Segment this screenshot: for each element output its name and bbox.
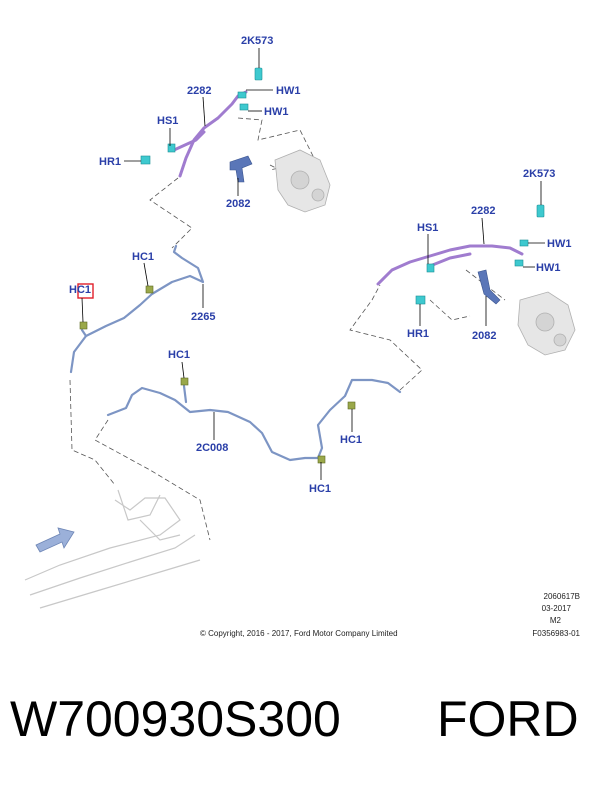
meta-rev: M2 (550, 616, 562, 625)
label-hw1-a: HW1 (276, 85, 300, 97)
label-2k573-right: 2K573 (523, 168, 555, 180)
label-2k573-left: 2K573 (241, 35, 273, 47)
label-hc1-d: HC1 (340, 434, 362, 446)
highlight-marker (77, 283, 94, 299)
copyright: © Copyright, 2016 - 2017, Ford Motor Com… (200, 629, 398, 638)
label-hw1-b: HW1 (264, 106, 288, 118)
label-hc1-e: HC1 (309, 483, 331, 495)
label-hs1-right: HS1 (417, 222, 438, 234)
label-2282-right: 2282 (471, 205, 495, 217)
brake-line-2c008 (106, 378, 402, 462)
meta-code: 2060617B (544, 592, 580, 601)
label-hs1-left: HS1 (157, 115, 178, 127)
label-2082-left: 2082 (226, 198, 250, 210)
label-hw1-d: HW1 (536, 262, 560, 274)
label-hr1-left: HR1 (99, 156, 121, 168)
brake-line-diagram: 2K573 HW1 HW1 2282 HS1 HR1 2082 2K573 22… (24, 35, 581, 638)
meta-doc: F0356983-01 (532, 629, 580, 638)
chassis-frame (24, 489, 201, 609)
hose-2282-right (376, 244, 524, 286)
label-hc1-c: HC1 (168, 349, 190, 361)
brake-line-2265 (69, 244, 205, 374)
clips (140, 67, 545, 305)
brand-name: FORD (437, 691, 579, 747)
part-labels: 2K573 HW1 HW1 2282 HS1 HR1 2082 2K573 22… (69, 35, 571, 495)
part-number: W700930S300 (10, 691, 341, 747)
label-2082-right: 2082 (472, 330, 496, 342)
label-2265: 2265 (191, 311, 215, 323)
bracket-2082-right (477, 269, 501, 305)
caliper-left (274, 149, 331, 213)
bracket-2082-left (229, 155, 253, 183)
leader-lines (81, 48, 545, 480)
meta-date: 03-2017 (542, 604, 572, 613)
label-hc1-a: HC1 (132, 251, 154, 263)
hose-2282-left (172, 90, 248, 178)
caliper-right (517, 291, 576, 356)
label-hw1-c: HW1 (547, 238, 571, 250)
part-number-caption: W700930S300 FORD (0, 690, 600, 760)
direction-arrow-icon (35, 527, 75, 553)
label-hr1-right: HR1 (407, 328, 429, 340)
fittings (79, 285, 356, 464)
label-2282-left: 2282 (187, 85, 211, 97)
label-2c008: 2C008 (196, 442, 228, 454)
label-hc1-b: HC1 (69, 284, 91, 296)
document-meta: 2060617B 03-2017 M2 F0356983-01 © Copyri… (200, 592, 581, 638)
